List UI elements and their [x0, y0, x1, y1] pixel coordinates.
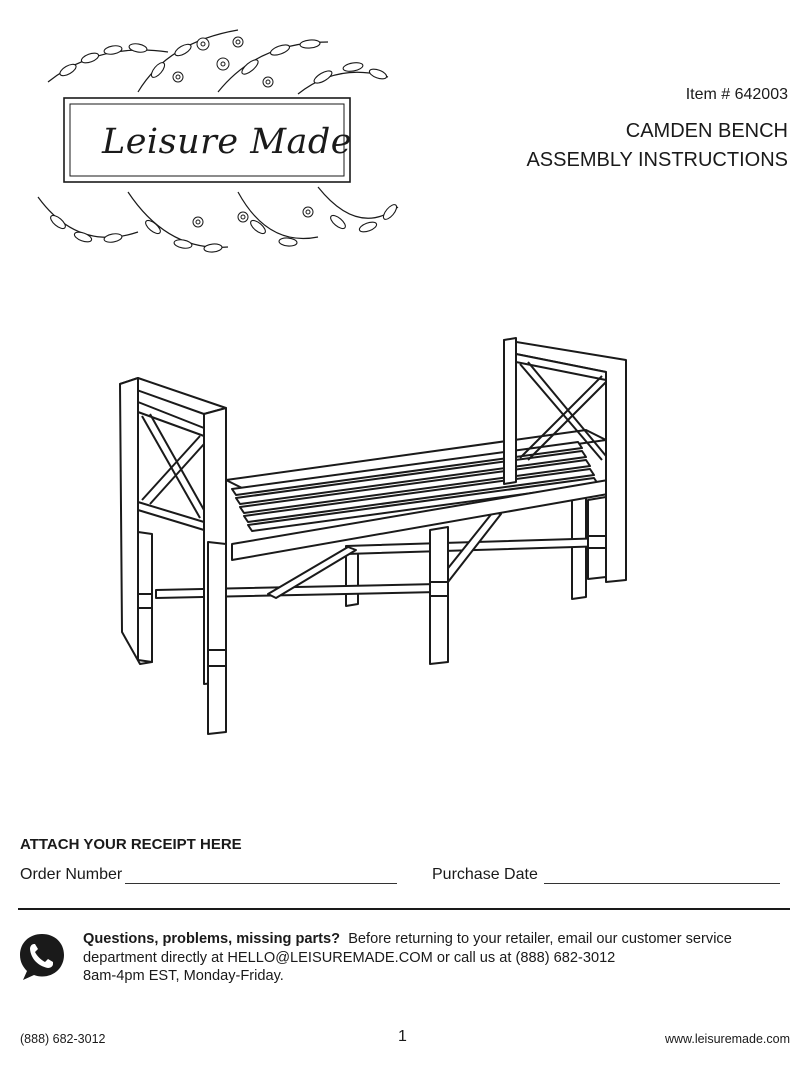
- document-title: CAMDEN BENCH ASSEMBLY INSTRUCTIONS: [526, 117, 788, 175]
- footer-website: www.leisuremade.com: [664, 1032, 790, 1046]
- product-name: CAMDEN BENCH: [625, 120, 788, 142]
- order-number-field[interactable]: Order Number: [20, 866, 398, 884]
- contact-lead: Questions, problems, missing parts?: [83, 931, 341, 947]
- brand-logo: Leisure Made: [18, 22, 406, 262]
- phone-icon: [18, 932, 66, 982]
- receipt-heading: ATTACH YOUR RECEIPT HERE: [20, 836, 242, 853]
- purchase-date-field[interactable]: Purchase Date: [432, 866, 780, 884]
- footer-phone: (888) 682-3012: [20, 1032, 106, 1046]
- purchase-date-line[interactable]: [543, 866, 780, 884]
- document-type: ASSEMBLY INSTRUCTIONS: [526, 149, 788, 171]
- contact-line-2: department directly at HELLO@LEISUREMADE…: [83, 949, 616, 966]
- page-number: 1: [398, 1028, 407, 1045]
- item-number: Item # 642003: [685, 86, 788, 103]
- brand-name: Leisure Made: [101, 122, 353, 162]
- bench-icon: [119, 337, 627, 735]
- order-number-line[interactable]: [125, 866, 398, 884]
- contact-line-3: 8am-4pm EST, Monday-Friday.: [83, 968, 284, 984]
- customer-service-info: Questions, problems, missing parts? Befo…: [83, 930, 793, 986]
- purchase-date-label: Purchase Date: [432, 866, 538, 883]
- order-number-label: Order Number: [20, 866, 123, 883]
- bench-illustration: [108, 332, 638, 742]
- contact-line-1: Before returning to your retailer, email…: [348, 931, 732, 947]
- floral-wreath-icon: [37, 29, 399, 253]
- divider: [18, 908, 790, 910]
